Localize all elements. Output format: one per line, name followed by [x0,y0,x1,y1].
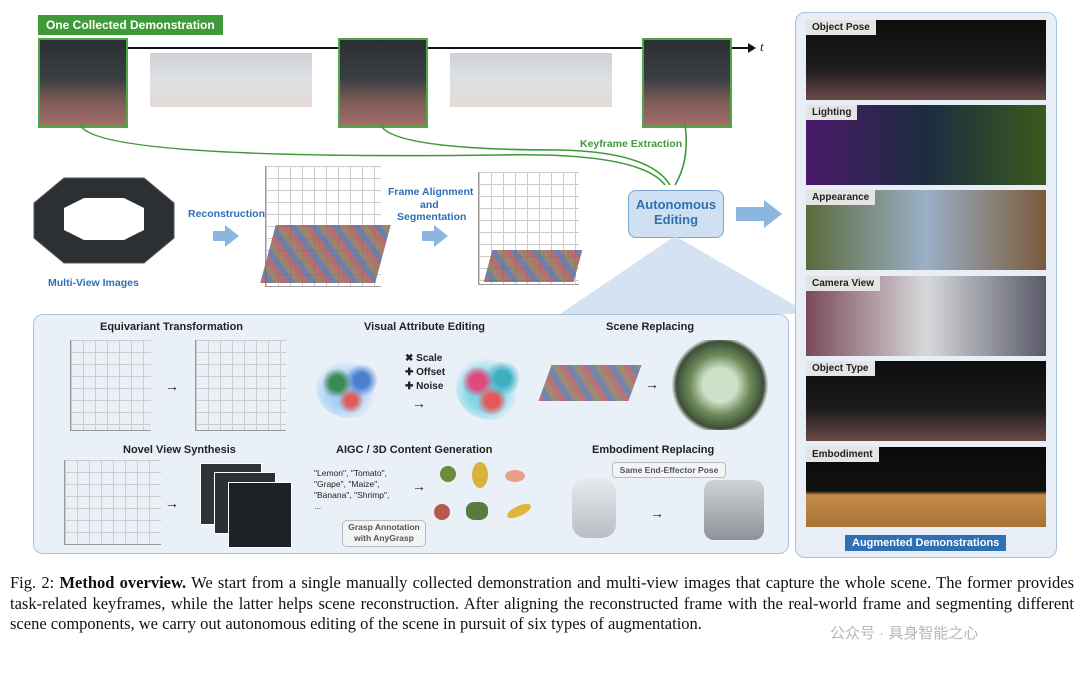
keyframe-thumbnail [38,38,128,128]
robot-arm-a [572,478,616,538]
watermark: 公众号 · 具身智能之心 [830,625,979,642]
novel-view-title: Novel View Synthesis [123,444,236,456]
autonomous-label: Autonomous [635,197,717,212]
keyframe-thumbnail [642,38,732,128]
equivariant-title: Equivariant Transformation [100,321,244,333]
op-offset: ✚ Offset [405,367,446,378]
grasp-label: Grasp Annotation [348,522,420,532]
grasp-annotation-box: Grasp Annotation with AnyGrasp [342,520,426,547]
right-arrow-icon: → [645,376,659,392]
keyframe-curves [79,123,688,186]
equivariant-grid-before [70,340,151,431]
right-arrow-icon [434,225,448,247]
time-label: t [760,39,764,54]
aug-row-lighting: Lighting [806,105,1046,185]
aug-row-object-pose: Object Pose [806,20,1046,100]
aug-row-embodiment: Embodiment [806,447,1046,527]
aug-row-appearance: Appearance [806,190,1046,270]
multi-view-label: Multi-View Images [48,277,139,289]
intermediate-frames [150,53,312,107]
aug-row-label: Lighting [806,105,858,120]
rendered-view [228,482,292,548]
grape-icon [440,466,456,482]
prompt-list: "Lemon", "Tomato", "Grape", "Maize", "Ba… [314,468,389,512]
frame-alignment-label: Frame Alignment [388,186,474,198]
same-pose-label: Same End-Effector Pose [612,462,726,478]
figure-number: Fig. 2: [10,573,55,592]
big-right-arrow-icon [764,200,782,228]
scene-replacing-title: Scene Replacing [606,321,695,333]
aigc-title: AIGC / 3D Content Generation [336,444,493,456]
frame-alignment-label: Segmentation [397,211,467,223]
equivariant-grid-after [195,340,286,431]
aug-row-label: Object Type [806,361,875,376]
prompt-line: "Grape", "Maize", [314,479,380,489]
intermediate-frames [450,53,612,107]
right-arrow-icon: → [412,478,426,494]
caption-body: We start from a single manually collecte… [10,573,1074,633]
aug-row-label: Appearance [806,190,876,205]
aug-row-label: Camera View [806,276,881,291]
robot-arm-b [704,480,764,540]
prompt-line: ... [314,501,322,511]
visual-attribute-title: Visual Attribute Editing [364,321,486,333]
aug-row-label: Embodiment [806,447,879,462]
gaussian-blobs [316,360,386,418]
right-arrow-icon: → [412,395,426,411]
op-scale: ✖ Scale [405,353,443,364]
augmented-footer: Augmented Demonstrations [845,535,1007,551]
embodiment-replacing-title: Embodiment Replacing [592,444,715,456]
tomato-icon [434,504,450,520]
figure-caption: Fig. 2: Method overview. We start from a… [10,573,1074,635]
prompt-line: "Lemon", "Tomato", [314,468,388,478]
aug-row-object-type: Object Type [806,361,1046,441]
grasp-label: with AnyGrasp [354,533,414,543]
keyframe-extraction-label: Keyframe Extraction [580,138,683,150]
right-arrow-icon: → [650,505,664,521]
shrimp-icon [505,470,525,482]
edited-gaussian-blobs [456,356,528,420]
prompt-line: "Banana", "Shrimp", [314,490,390,500]
aug-row-camera-view: Camera View [806,276,1046,356]
op-noise: ✚ Noise [405,381,444,392]
attribute-ops: ✖ Scale ✚ Offset ✚ Noise [405,352,445,394]
reconstructed-scene [260,225,391,283]
right-arrow-icon: → [165,378,179,394]
right-arrow-icon: → [165,495,179,511]
right-arrow-icon [225,225,239,247]
multi-view-ring [33,177,175,264]
panel-spotlight [560,236,810,314]
reconstruction-label: Reconstruction [188,208,266,220]
original-scene-floor [538,365,642,401]
grape-bunch-icon [466,502,488,520]
keyframe-thumbnail [338,38,428,128]
maize-icon [472,462,488,488]
aug-row-label: Object Pose [806,20,876,35]
autonomous-editing-box: Autonomous Editing [628,190,724,238]
editing-label: Editing [653,212,699,227]
demo-label: One Collected Demonstration [38,15,223,35]
arrow-shaft [213,231,225,241]
timeline-axis [125,47,750,49]
timeline-arrowhead [748,43,756,53]
novel-view-grid [64,460,161,545]
frame-alignment-label: and [420,199,439,211]
arrow-shaft [422,231,434,241]
caption-title: Method overview. [59,573,187,592]
arrow-shaft [736,207,764,221]
replaced-scene [670,340,770,430]
